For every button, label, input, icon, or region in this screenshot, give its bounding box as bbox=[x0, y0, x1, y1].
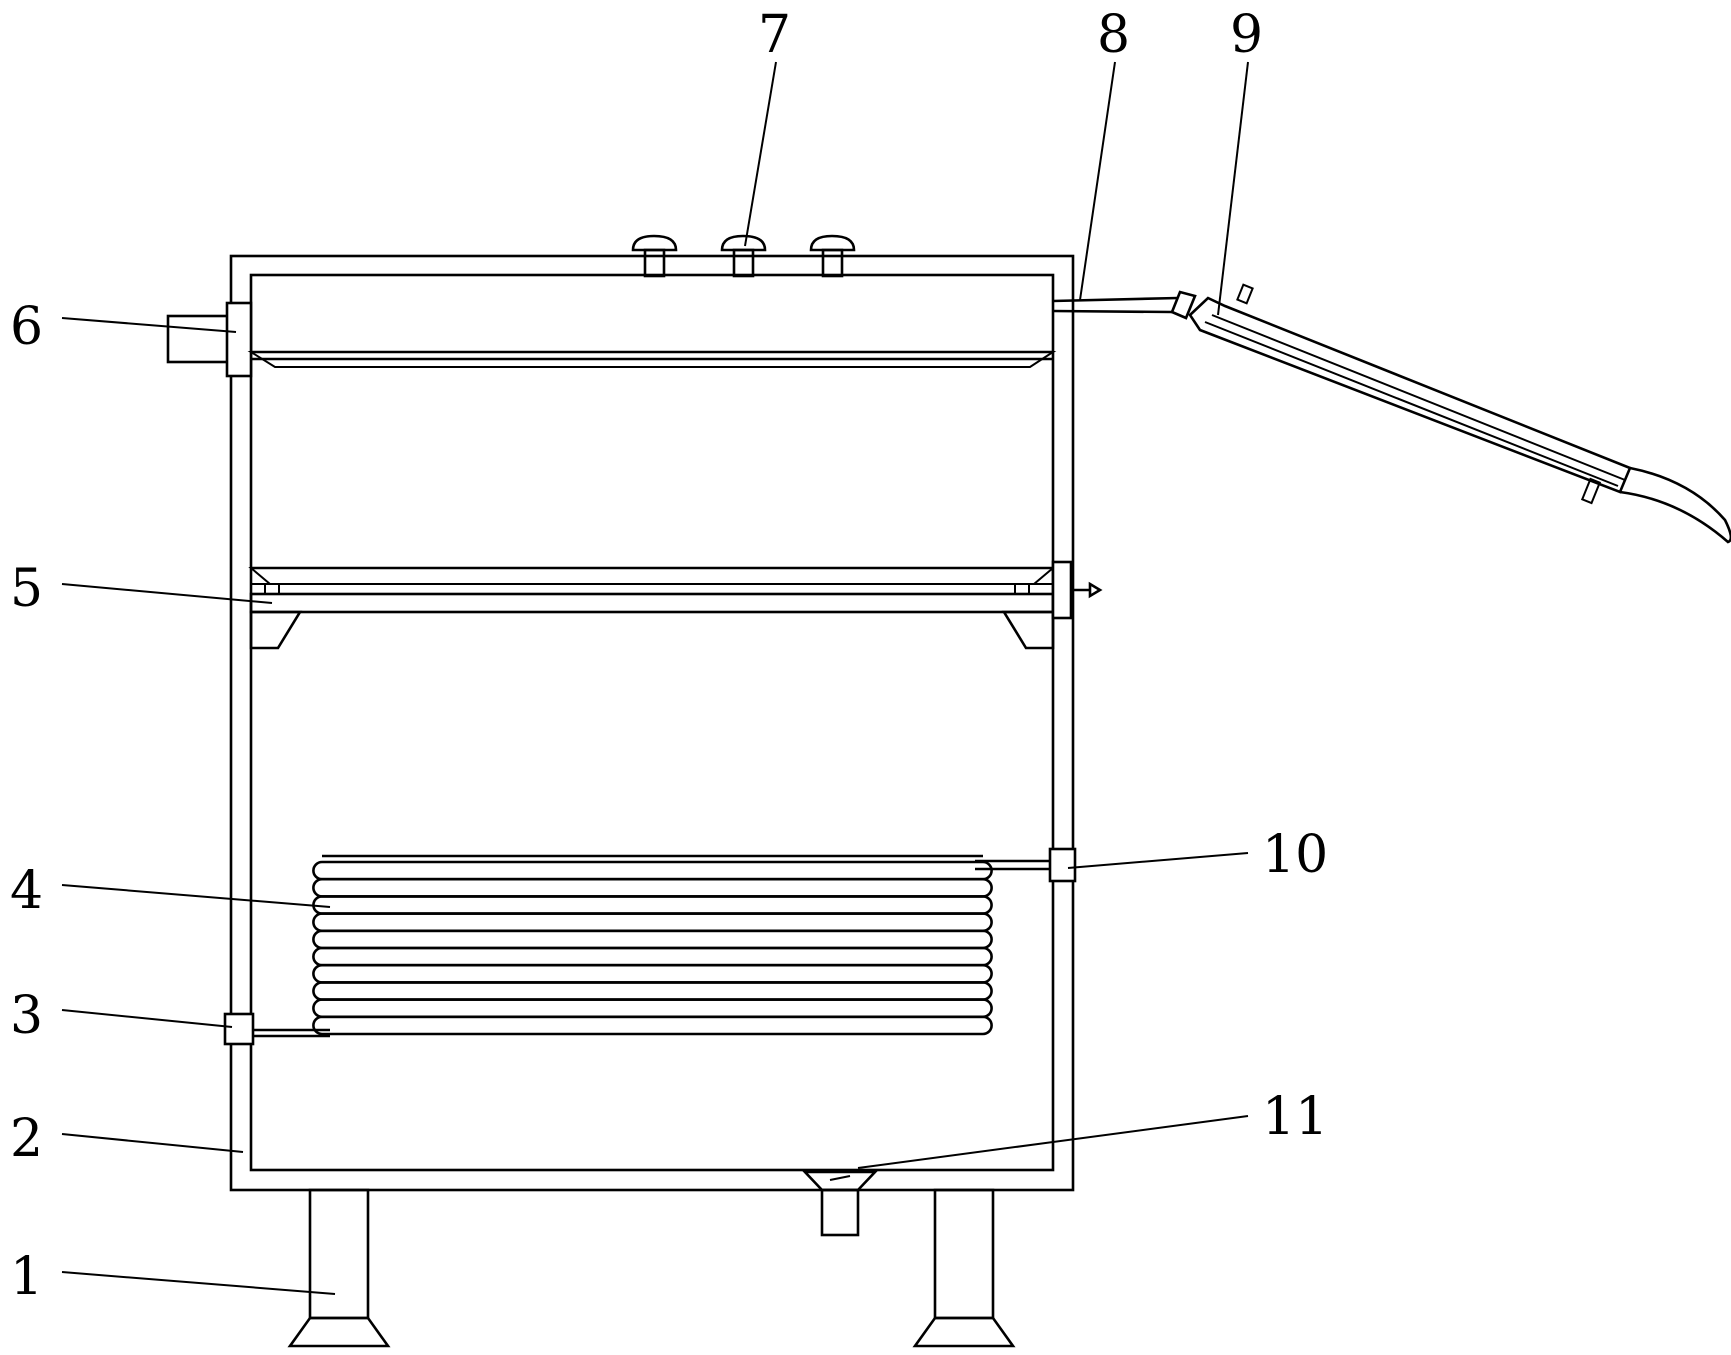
coil-turn bbox=[312, 1015, 993, 1036]
heating-coil bbox=[312, 854, 993, 1036]
leader-4 bbox=[61, 884, 331, 908]
callout-3: 3 bbox=[10, 986, 43, 1046]
coil-turn bbox=[312, 895, 993, 915]
coil-turn bbox=[312, 981, 993, 1001]
coil-turn bbox=[312, 860, 993, 881]
leader-3 bbox=[61, 1009, 233, 1028]
leader-9 bbox=[1217, 61, 1249, 316]
callout-10: 10 bbox=[1262, 825, 1328, 885]
tank-housing bbox=[229, 254, 1075, 1192]
callout-5: 5 bbox=[10, 559, 43, 619]
top-inlet-1 bbox=[631, 234, 678, 278]
coil-turn bbox=[312, 877, 993, 898]
leader-2 bbox=[61, 1133, 244, 1153]
support-leg-left bbox=[287, 1188, 391, 1348]
spout-assembly bbox=[1170, 283, 1731, 544]
coil-turn bbox=[312, 963, 993, 984]
callout-8: 8 bbox=[1097, 5, 1130, 65]
coil-turn bbox=[312, 946, 993, 967]
support-leg-right bbox=[912, 1188, 1016, 1348]
leader-1 bbox=[61, 1271, 336, 1295]
outlet-pipe bbox=[1052, 296, 1179, 314]
callout-4: 4 bbox=[10, 861, 43, 921]
leader-11 bbox=[857, 1115, 1249, 1169]
tank-inner-wall bbox=[249, 273, 1055, 1172]
callout-9: 9 bbox=[1230, 5, 1263, 65]
tank-outer-wall bbox=[229, 254, 1075, 1192]
leader-5 bbox=[61, 583, 273, 604]
leader-8 bbox=[1079, 61, 1116, 301]
coil-turn bbox=[312, 929, 993, 950]
top-inlet-2 bbox=[720, 234, 767, 278]
callout-11: 11 bbox=[1262, 1087, 1328, 1147]
leader-7 bbox=[744, 61, 777, 247]
side-valve bbox=[166, 301, 253, 378]
coil-inlet-connector bbox=[223, 1012, 330, 1046]
callout-2: 2 bbox=[10, 1109, 43, 1169]
leader-6 bbox=[61, 317, 237, 333]
top-inlet-3 bbox=[809, 234, 856, 278]
leader-10 bbox=[1067, 852, 1249, 869]
coil-turn bbox=[312, 912, 993, 933]
filter-tray bbox=[247, 350, 1103, 650]
coil-outlet-connector bbox=[975, 847, 1077, 883]
callout-1: 1 bbox=[10, 1247, 43, 1307]
callout-7: 7 bbox=[758, 5, 791, 65]
coil-turn bbox=[312, 998, 993, 1019]
drain-outlet bbox=[801, 1170, 879, 1237]
callout-6: 6 bbox=[10, 297, 43, 357]
